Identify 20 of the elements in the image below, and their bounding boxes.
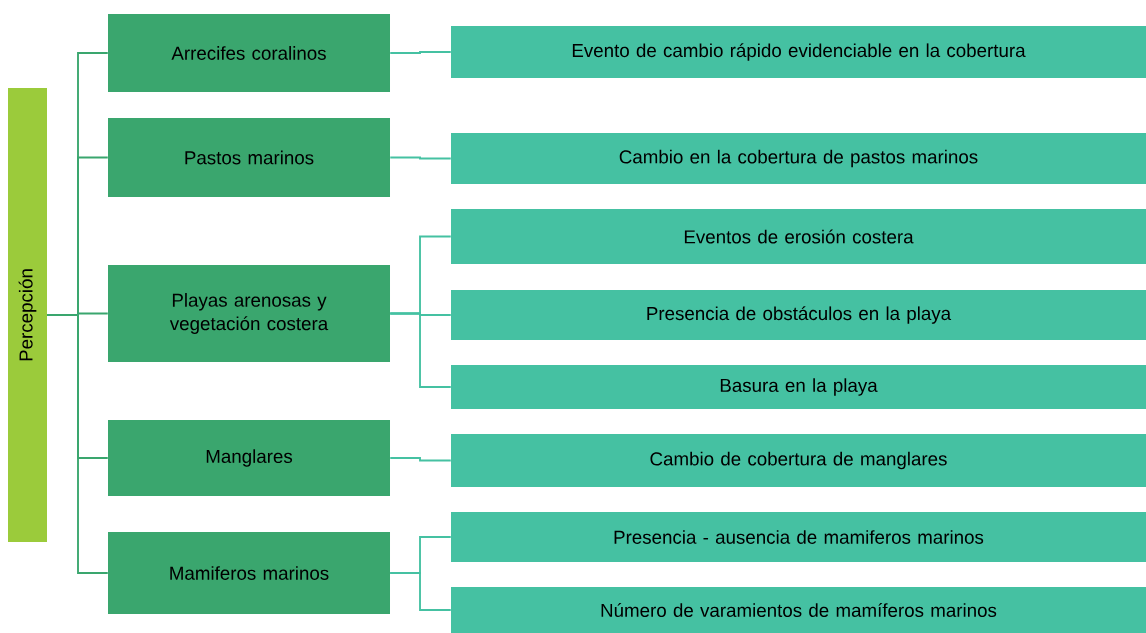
- connector-line: [389, 156, 452, 160]
- category-bar: Percepción: [8, 88, 47, 542]
- indicator-box: Presencia de obstáculos en la playa: [451, 290, 1146, 340]
- connector-line: [389, 51, 452, 54]
- topic-box: Mamiferos marinos: [108, 532, 390, 614]
- indicator-box: Cambio en la cobertura de pastos marinos: [451, 133, 1146, 184]
- indicator-box: Eventos de erosión costera: [451, 209, 1146, 264]
- indicator-box: Cambio de cobertura de manglares: [451, 434, 1146, 487]
- connector-line: [389, 572, 452, 611]
- indicator-box: Presencia - ausencia de mamiferos marinos: [451, 512, 1146, 562]
- indicator-box: Basura en la playa: [451, 365, 1146, 409]
- connector-line: [389, 312, 452, 388]
- topic-box: Pastos marinos: [108, 118, 390, 197]
- topic-box: Arrecifes coralinos: [108, 14, 390, 92]
- connector-line: [46, 314, 109, 574]
- connector-line: [389, 457, 452, 462]
- topic-box: Manglares: [108, 420, 390, 496]
- indicator-box: Número de varamientos de mamíferos marinos: [451, 587, 1146, 633]
- indicator-box: Evento de cambio rápido evidenciable en la cobertura: [451, 26, 1146, 78]
- topic-box: Playas arenosas y vegetación costera: [108, 265, 390, 362]
